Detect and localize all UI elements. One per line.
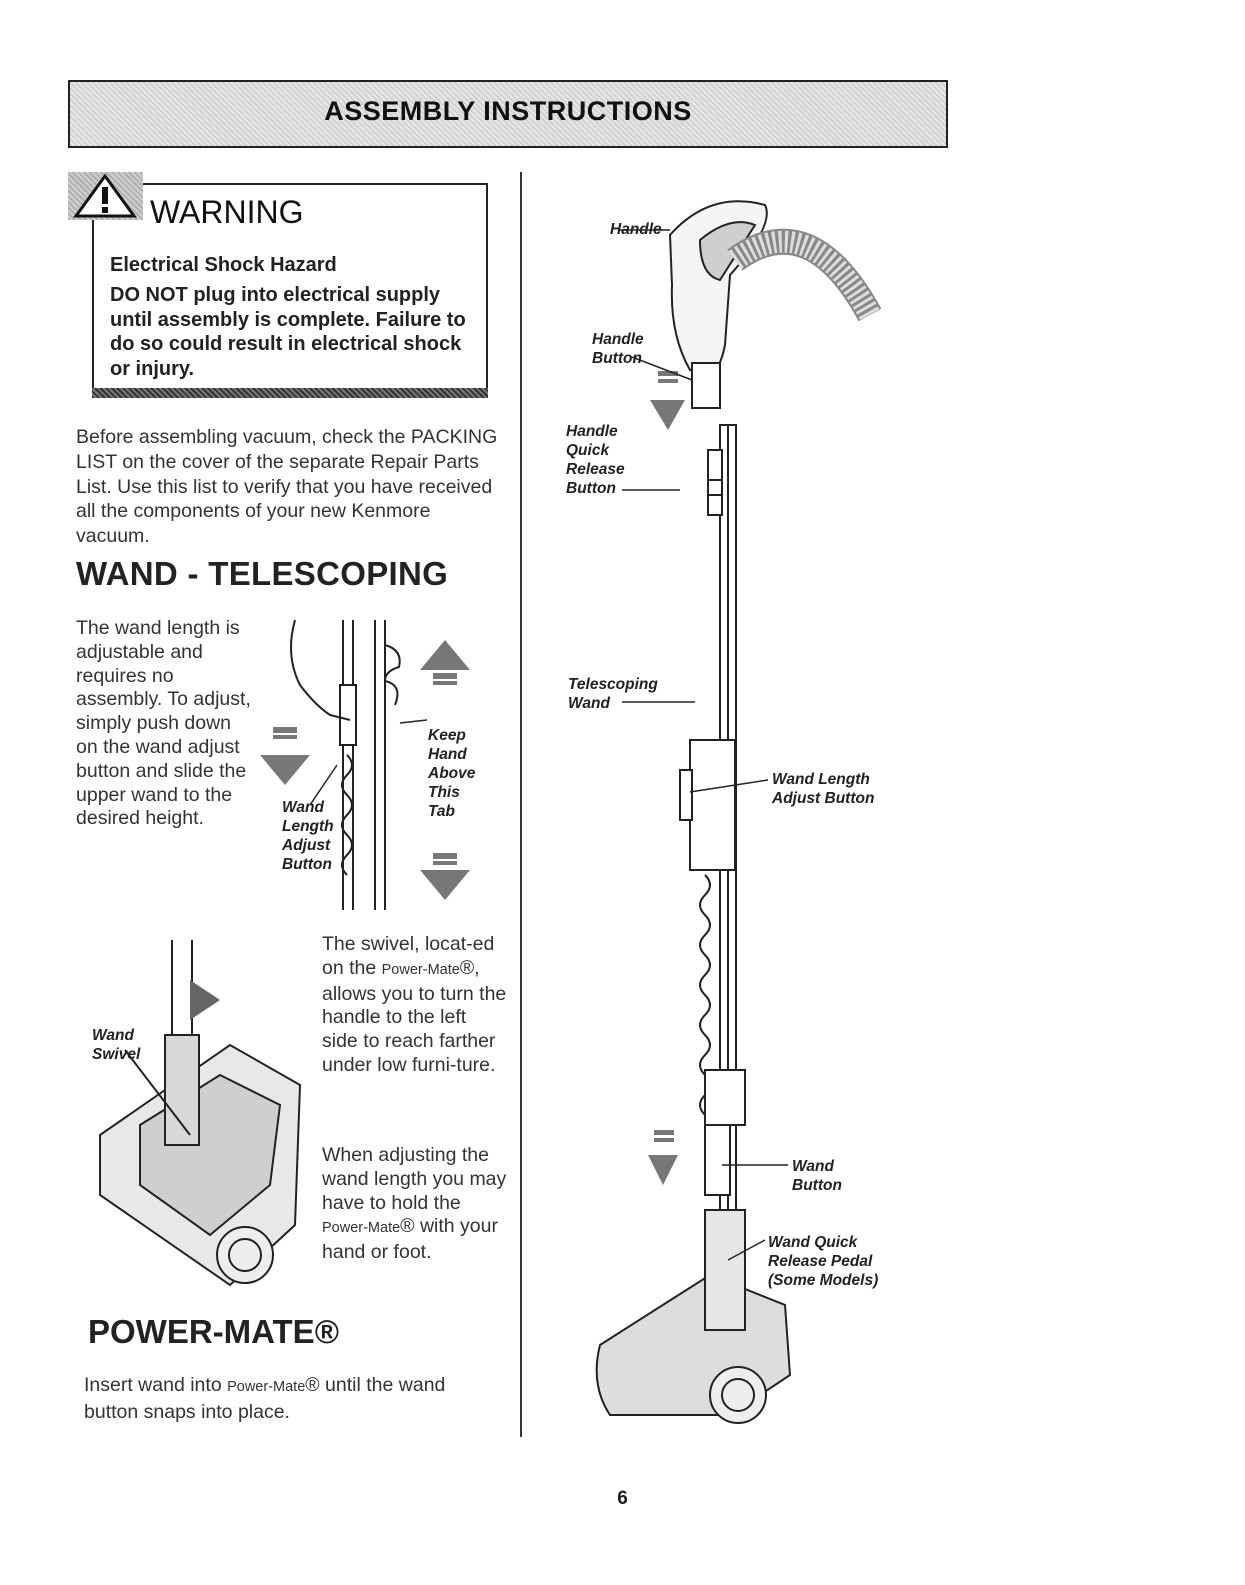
swivel-paragraph: The swivel, locat-ed on the Power-Mate®,… xyxy=(322,933,507,1078)
label-wand-swivel: Wand Swivel xyxy=(92,1026,140,1064)
label-line: Wand xyxy=(792,1158,834,1175)
text-run: The swivel, locat-ed on the xyxy=(322,933,495,979)
page-title: ASSEMBLY INSTRUCTIONS xyxy=(324,96,692,126)
warning-title: WARNING xyxy=(150,194,304,230)
text-run: ®, allows you to turn the handle to the … xyxy=(322,956,507,1076)
label-wand-quick-release: Wand Quick Release Pedal (Some Models) xyxy=(768,1233,878,1290)
text-run-small: Power-Mate xyxy=(227,1379,306,1395)
text-run: ® with your hand or foot. xyxy=(322,1215,498,1264)
label-line: (Some Models) xyxy=(768,1272,879,1289)
vacuum-assembly-illustration xyxy=(595,200,882,1424)
warning-body: DO NOT plug into electrical supply until… xyxy=(110,284,466,380)
text-run: When adjusting the wand length you may h… xyxy=(322,1144,507,1214)
label-line: Button xyxy=(282,856,332,873)
text-run: Insert wand into xyxy=(84,1374,228,1396)
adjust-paragraph: When adjusting the wand length you may h… xyxy=(322,1144,507,1265)
label-line: Wand xyxy=(568,695,610,712)
label-line: Wand xyxy=(92,1027,134,1044)
label-line: Wand xyxy=(282,799,324,816)
text-run-small: Power-Mate xyxy=(381,961,460,978)
label-line: Wand Quick xyxy=(768,1234,858,1251)
text-run: ® until the wand button snaps into place… xyxy=(84,1374,446,1423)
text-run-small: Power-Mate xyxy=(322,1220,401,1237)
label-line: This xyxy=(428,784,460,801)
label-line: Keep xyxy=(428,727,466,744)
label-line: Above xyxy=(428,765,476,782)
warning-triangle-icon xyxy=(73,173,137,218)
label-handle-button: Handle Button xyxy=(592,330,644,368)
label-line: Tab xyxy=(428,803,455,820)
header-bar xyxy=(68,80,948,148)
label-line: Release Pedal xyxy=(768,1253,873,1270)
label-line: Length xyxy=(282,818,334,835)
warning-bottom-band xyxy=(92,388,488,398)
warning-icon-bg xyxy=(68,172,143,220)
wand-paragraph: The wand length is adjustable and requir… xyxy=(76,617,251,830)
label-wand-button: Wand Button xyxy=(792,1157,842,1195)
powermate-heading: POWER-MATE® xyxy=(88,1313,340,1350)
label-line: Telescoping xyxy=(568,676,658,693)
label-line: Release xyxy=(566,461,625,478)
label-line: Adjust Button xyxy=(772,790,875,807)
label-handle: Handle xyxy=(610,221,662,238)
column-divider xyxy=(520,172,522,1437)
label-line: Handle xyxy=(592,331,644,348)
label-line: Button xyxy=(792,1177,842,1194)
label-line: Button xyxy=(592,350,642,367)
wand-swivel-illustration xyxy=(99,940,302,1287)
page-number: 6 xyxy=(617,1488,628,1509)
label-line: Adjust xyxy=(282,837,331,854)
label-line: Handle xyxy=(566,423,618,440)
label-keep-hand: Keep Hand Above This Tab xyxy=(428,726,475,821)
wand-adjust-illustration xyxy=(260,619,470,910)
label-line: Hand xyxy=(428,746,467,763)
label-line: Button xyxy=(566,480,616,497)
label-wand-length-adjust: Wand Length Adjust Button xyxy=(282,798,334,874)
warning-subtitle: Electrical Shock Hazard xyxy=(110,254,337,276)
wand-heading: WAND - TELESCOPING xyxy=(76,555,449,592)
label-line: Wand Length xyxy=(772,771,870,788)
label-telescoping-wand: Telescoping Wand xyxy=(568,675,658,713)
intro-paragraph: Before assembling vacuum, check the PACK… xyxy=(76,426,498,548)
label-wand-length-adjust-right: Wand Length Adjust Button xyxy=(772,770,874,808)
label-handle-quick-release: Handle Quick Release Button xyxy=(566,422,625,498)
label-line: Swivel xyxy=(92,1046,141,1063)
label-line: Quick xyxy=(566,442,610,459)
powermate-paragraph: Insert wand into Power-Mate® until the w… xyxy=(84,1373,504,1425)
